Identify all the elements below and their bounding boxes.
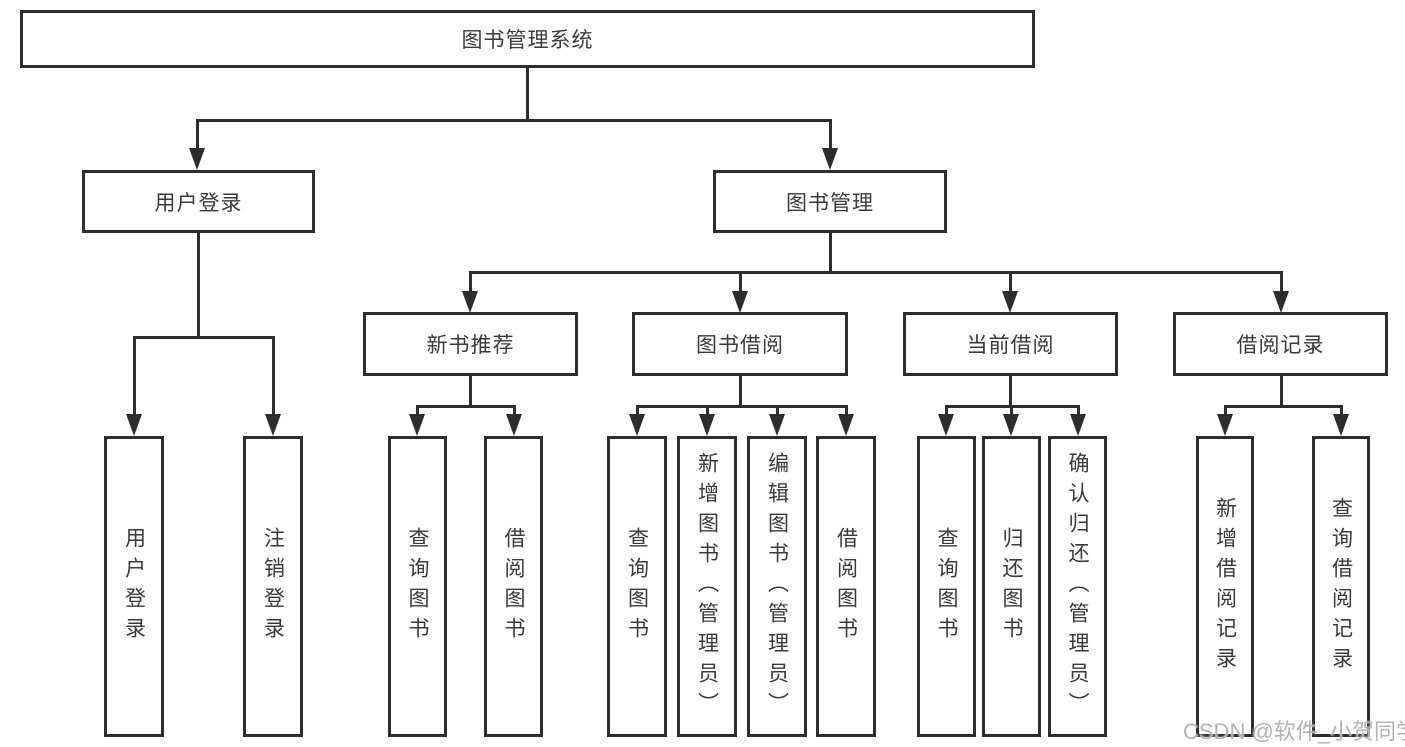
arrow-to-edit-books xyxy=(775,405,779,414)
arrow-to-query-borrow-record xyxy=(1339,405,1343,414)
node-user-login: 用户登录 xyxy=(82,170,315,233)
arrow-to-book-management xyxy=(828,120,832,148)
node-leaf-edit-books-admin: 编辑图书（管理员） xyxy=(747,436,807,737)
node-leaf-borrow-books-2: 借阅图书 xyxy=(816,436,876,737)
connector-book-management-bar xyxy=(468,271,1283,274)
connector-book-management-stub xyxy=(828,233,832,272)
arrow-to-user-login xyxy=(195,120,199,148)
node-label: 当前借阅 xyxy=(966,334,1055,357)
arrow-to-query-books-3 xyxy=(944,405,948,414)
connector-current-borrowing-stub xyxy=(1008,376,1012,407)
node-leaf-user-login: 用户登录 xyxy=(104,436,164,737)
node-label: 用户登录 xyxy=(154,191,243,215)
connector-user-login-stub xyxy=(197,233,200,337)
node-library-management-system: 图书管理系统 xyxy=(20,10,1035,68)
node-label: 查询借阅记录 xyxy=(1329,496,1353,677)
node-label: 查询图书 xyxy=(935,526,958,647)
connector-borrowing-records-stub xyxy=(1279,376,1283,407)
node-book-management: 图书管理 xyxy=(713,170,947,233)
node-label: 图书管理系统 xyxy=(461,29,594,52)
node-leaf-confirm-return-admin: 确认归还（管理员） xyxy=(1048,436,1107,737)
node-label: 查询图书 xyxy=(406,526,429,647)
node-leaf-return-books: 归还图书 xyxy=(982,436,1041,737)
node-leaf-add-books-admin: 新增图书（管理员） xyxy=(677,436,737,737)
node-leaf-query-books-3: 查询图书 xyxy=(917,436,976,737)
connector-root-bar xyxy=(196,119,832,122)
node-label: 借阅图书 xyxy=(834,526,858,647)
arrow-to-borrow-books-1 xyxy=(512,405,516,414)
arrow-to-return-books xyxy=(1009,405,1013,414)
arrow-to-login-leaf xyxy=(132,336,136,414)
arrow-to-book-borrowing xyxy=(738,271,742,291)
connector-borrowing-records-bar xyxy=(1223,405,1343,408)
node-book-borrowing: 图书借阅 xyxy=(632,312,848,376)
arrow-to-query-books-1 xyxy=(415,405,419,414)
node-label: 新书推荐 xyxy=(426,334,515,357)
node-label: 图书借阅 xyxy=(696,334,784,357)
arrow-to-add-borrow-record xyxy=(1223,405,1227,414)
node-label: 借阅图书 xyxy=(502,526,525,647)
node-current-borrowing: 当前借阅 xyxy=(903,312,1118,376)
node-label: 新增图书（管理员） xyxy=(695,451,719,722)
arrow-to-borrowing-records xyxy=(1279,271,1283,291)
node-label: 图书管理 xyxy=(786,191,874,215)
arrow-to-current-borrowing xyxy=(1008,271,1012,291)
connector-root-stub xyxy=(526,68,529,121)
connector-user-login-bar xyxy=(133,336,275,339)
node-leaf-borrow-books-1: 借阅图书 xyxy=(484,436,543,737)
node-new-book-recommendation: 新书推荐 xyxy=(363,312,578,376)
csdn-watermark: CSDN @软件_小贺同学 xyxy=(1183,719,1405,744)
node-leaf-add-borrow-record: 新增借阅记录 xyxy=(1196,436,1254,737)
connector-book-borrowing-stub xyxy=(738,376,742,407)
connector-book-borrowing-bar xyxy=(635,405,848,408)
node-leaf-query-books-2: 查询图书 xyxy=(607,436,667,737)
node-label: 归还图书 xyxy=(1000,526,1023,647)
node-label: 借阅记录 xyxy=(1236,334,1325,357)
arrow-to-confirm-return xyxy=(1076,405,1080,414)
arrow-to-add-books xyxy=(705,405,709,414)
node-borrowing-records: 借阅记录 xyxy=(1173,312,1388,376)
node-label: 查询图书 xyxy=(625,526,649,647)
arrow-to-new-book-recommendation xyxy=(468,271,472,291)
arrow-to-borrow-books-2 xyxy=(844,405,848,414)
node-label: 用户登录 xyxy=(122,526,146,647)
arrow-to-query-books-2 xyxy=(635,405,639,414)
node-label: 注销登录 xyxy=(261,526,285,647)
node-leaf-query-books-1: 查询图书 xyxy=(388,436,447,737)
node-label: 确认归还（管理员） xyxy=(1066,451,1089,722)
node-leaf-logout: 注销登录 xyxy=(243,436,303,737)
arrow-to-logout-leaf xyxy=(271,336,275,414)
node-leaf-query-borrow-record: 查询借阅记录 xyxy=(1312,436,1370,737)
node-label: 编辑图书（管理员） xyxy=(765,451,789,722)
connector-new-book-bar xyxy=(415,405,516,408)
node-label: 新增借阅记录 xyxy=(1213,496,1237,677)
connector-new-book-stub xyxy=(468,376,472,407)
